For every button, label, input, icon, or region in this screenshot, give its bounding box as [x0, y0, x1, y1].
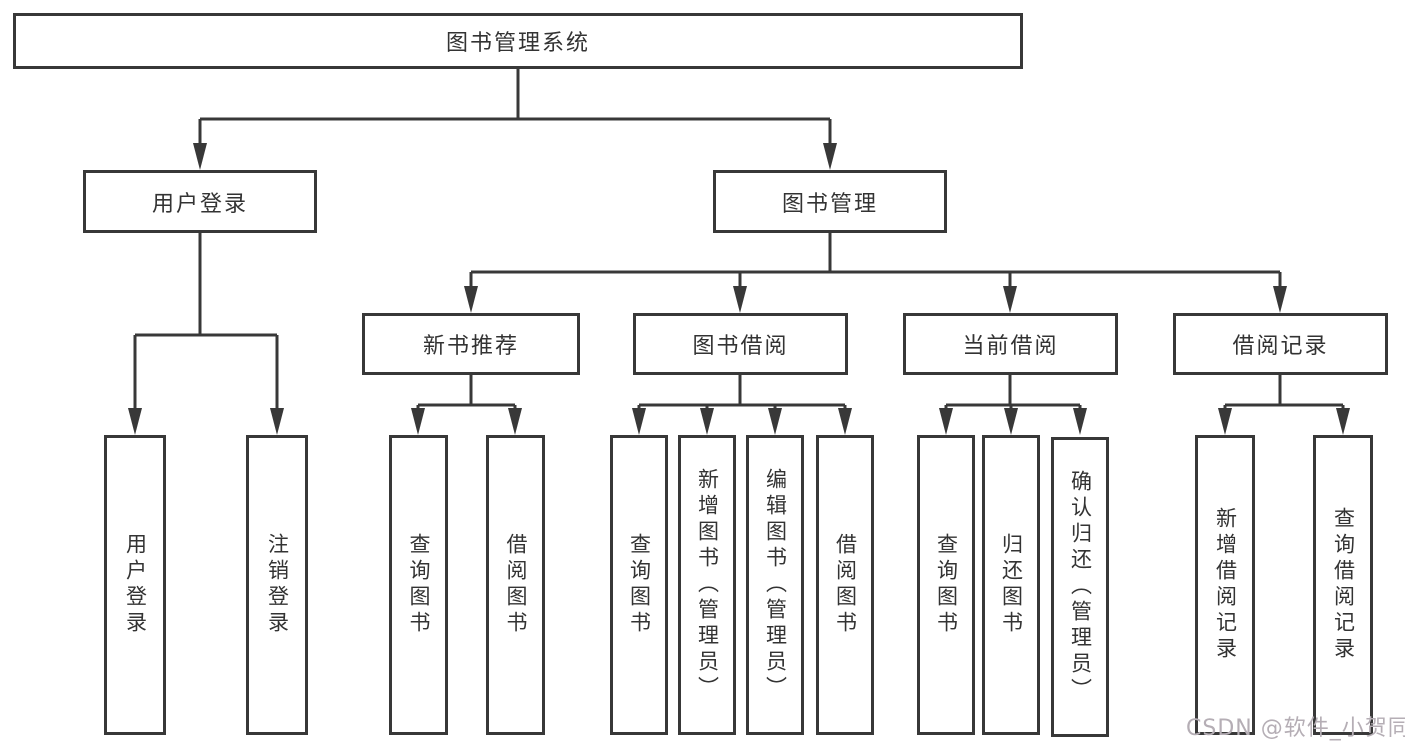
- connector-book-borrow: [632, 375, 852, 435]
- leaf-edit-books-admin: 编辑图书（管理员）: [746, 435, 804, 735]
- leaf-return-books: 归还图书: [982, 435, 1040, 735]
- leaf-recommend-query-books: 查询图书: [389, 435, 448, 735]
- leaf-add-borrow-record: 新增借阅记录: [1195, 435, 1255, 735]
- csdn-watermark: CSDN @软件_小贺同学: [1186, 716, 1405, 741]
- connector-borrow-records: [1218, 375, 1350, 435]
- leaf-user-login: 用户登录: [104, 435, 166, 735]
- node-book-borrow: 图书借阅: [633, 313, 848, 375]
- connector-new-book-recommend: [411, 375, 522, 435]
- connector-book-management: [464, 233, 1287, 313]
- node-current-borrow: 当前借阅: [903, 313, 1118, 375]
- leaf-query-borrow-record: 查询借阅记录: [1313, 435, 1373, 735]
- leaf-add-books-admin: 新增图书（管理员）: [678, 435, 736, 735]
- connector-root: [193, 69, 837, 170]
- node-root: 图书管理系统: [13, 13, 1023, 69]
- leaf-logout: 注销登录: [246, 435, 308, 735]
- node-book-management: 图书管理: [713, 170, 947, 233]
- leaf-confirm-return-admin: 确认归还（管理员）: [1051, 437, 1109, 737]
- connector-current-borrow: [939, 375, 1087, 435]
- node-user-login: 用户登录: [83, 170, 317, 233]
- leaf-recommend-borrow-books: 借阅图书: [486, 435, 545, 735]
- leaf-borrow-query-books: 查询图书: [610, 435, 668, 735]
- leaf-borrow-books: 借阅图书: [816, 435, 874, 735]
- node-borrow-records: 借阅记录: [1173, 313, 1388, 375]
- node-new-book-recommend: 新书推荐: [362, 313, 580, 375]
- leaf-current-query-books: 查询图书: [917, 435, 975, 735]
- connector-user-login: [128, 233, 284, 435]
